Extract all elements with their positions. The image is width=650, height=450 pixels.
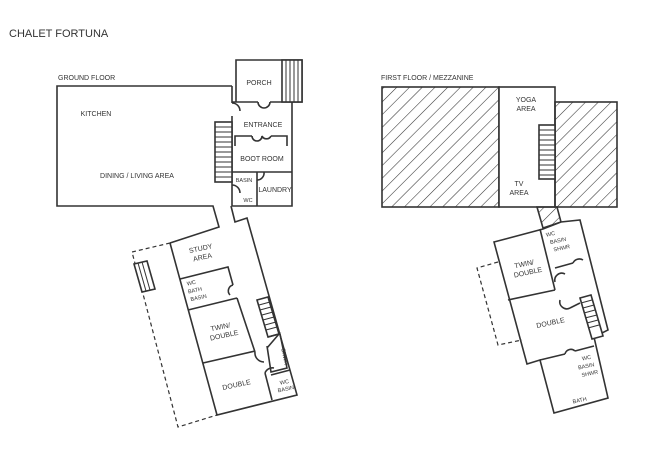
room-kitchen: KITCHEN xyxy=(81,111,112,118)
living-area-walls xyxy=(56,85,232,244)
room-dining-living: DINING / LIVING AREA xyxy=(100,173,174,180)
first-floor-plan: FIRST FLOOR / MEZZANINE xyxy=(381,75,618,414)
room-double: DOUBLE xyxy=(222,379,252,392)
room-basin: BASIN xyxy=(236,178,253,184)
porch-stairs xyxy=(281,59,303,103)
first-floor-wing-stairs xyxy=(579,294,604,340)
room-ensuite1-wc: WC xyxy=(546,231,556,239)
room-tv-line1: TV xyxy=(515,181,524,188)
room-shwr: SHWR xyxy=(279,348,288,366)
void-area-left xyxy=(381,86,500,208)
room-wc-basin-line2: BASIN xyxy=(277,385,294,394)
void-area-right xyxy=(554,101,618,208)
room-porch: PORCH xyxy=(246,80,271,87)
room-laundry: LAUNDRY xyxy=(258,187,292,194)
ground-floor-stairs xyxy=(214,121,233,183)
room-study-line1: STUDY xyxy=(188,243,213,255)
room-yoga-line2: AREA xyxy=(516,106,535,113)
room-wc: WC xyxy=(243,198,252,204)
room-bath-wc: WC xyxy=(186,280,196,288)
page-title: CHALET FORTUNA xyxy=(9,28,109,40)
terrace-outline xyxy=(131,242,218,428)
room-study-line2: AREA xyxy=(193,253,213,264)
room-bath-bath: BATH xyxy=(188,287,203,296)
room-tv-line2: AREA xyxy=(509,190,528,197)
room-ensuite1-shwr: SHWR xyxy=(553,244,571,253)
room-entrance: ENTRANCE xyxy=(244,122,283,129)
terrace-stairs xyxy=(132,260,157,293)
bedroom-wing-walls xyxy=(169,205,298,416)
room-twin-line1-ff: TWIN/ xyxy=(514,259,535,270)
first-floor-terrace xyxy=(476,261,523,346)
room-ensuite1-basin: BASIN xyxy=(550,237,567,246)
ground-floor-plan: GROUND FLOOR xyxy=(56,59,303,428)
room-ensuite2-shwr: SHWR xyxy=(581,370,599,379)
room-wc-basin-line1: WC xyxy=(279,379,289,387)
room-ensuite2-basin: BASIN xyxy=(578,362,595,371)
room-yoga-line1: YOGA xyxy=(516,97,537,104)
room-twin-line1: TWIN/ xyxy=(210,322,231,333)
ground-floor-label: GROUND FLOOR xyxy=(58,75,115,82)
room-boot-room: BOOT ROOM xyxy=(240,156,284,163)
room-bath-basin: BASIN xyxy=(190,294,207,303)
first-floor-label: FIRST FLOOR / MEZZANINE xyxy=(381,75,474,82)
first-floor-stairs xyxy=(538,124,556,180)
room-ensuite2-wc: WC xyxy=(582,355,592,363)
room-bath-ff: BATH xyxy=(572,397,587,406)
